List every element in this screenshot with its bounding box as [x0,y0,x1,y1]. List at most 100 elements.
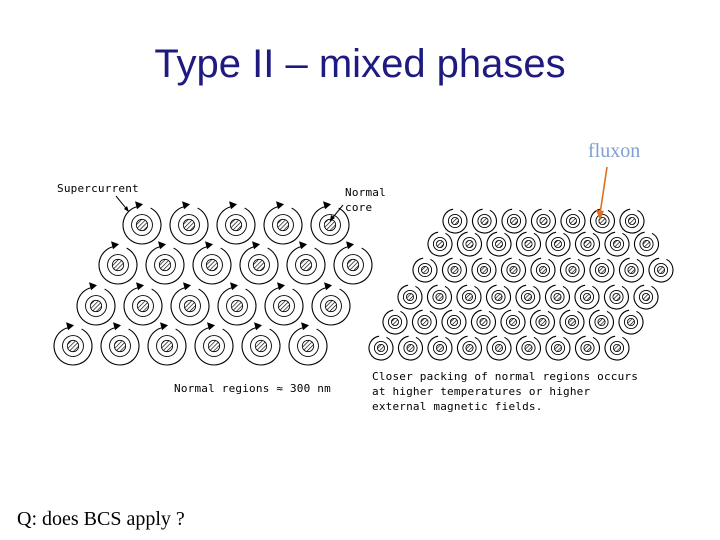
supercurrent-swirl [98,245,138,285]
supercurrent-swirl [170,286,210,326]
vortex [559,257,586,283]
vortex [471,208,498,234]
normal-core [230,299,244,313]
normal-core [568,265,577,274]
vortex [100,322,140,366]
vortex [515,335,542,361]
question-text: Q: does BCS apply ? [17,508,185,530]
sparse-vortex-lattice [53,201,373,366]
normal-regions-label: Normal regions ≈ 300 nm [174,382,331,395]
vortex [217,282,257,326]
normal-core [158,258,172,272]
vortex [589,208,616,234]
normal-core [323,218,337,232]
normal-core [524,343,533,352]
vortex [239,241,279,285]
normal-core [613,239,622,248]
supercurrent-swirl [123,286,163,326]
vortex [470,309,497,335]
normal-core [479,265,488,274]
supercurrent-swirl [500,257,527,283]
normal-core [538,317,547,326]
vortex [192,241,232,285]
vortex [604,335,630,361]
swirl-arrowhead [111,241,120,250]
vortex [559,309,585,335]
normal-core [539,265,548,274]
supercurrent-swirl [471,257,497,283]
normal-core [628,216,637,225]
supercurrent-swirl [574,335,601,361]
vortex [574,284,600,310]
vortex [544,284,571,310]
vortex [574,335,601,361]
normal-core [508,317,517,326]
vortex [486,231,512,257]
supercurrent-swirl [217,286,257,326]
supercurrent-swirl [588,309,615,335]
vortex [123,282,163,326]
normal-core [420,317,429,326]
supercurrent-swirl [501,208,527,234]
supercurrent-swirl [574,231,601,257]
supercurrent-swirl [500,309,526,335]
vortex [241,322,281,366]
supercurrent-swirl [589,208,616,234]
supercurrent-swirl [545,231,571,257]
vortex [310,201,350,245]
normal-core [346,258,360,272]
vortex [633,231,660,257]
supercurrent-swirl [286,245,326,285]
supercurrent-swirl [263,205,303,245]
normal-core [657,265,666,274]
vortex [194,322,234,366]
supercurrent-swirl [288,326,328,366]
normal-core [509,265,518,274]
supercurrent-swirl [310,205,350,245]
supercurrent-swirl [241,326,281,366]
supercurrent-swirl [411,309,438,335]
supercurrent-swirl [194,326,234,366]
dense-vortex-lattice [368,208,674,361]
normal-core [583,292,592,301]
vortex [515,231,542,257]
swirl-arrowhead [324,282,333,291]
supercurrent-swirl [470,309,497,335]
normal-core [207,339,221,353]
supercurrent-swirl [618,309,644,335]
normal-core [66,339,80,353]
supercurrent-pointer-head [124,206,129,212]
normal-core [598,216,607,225]
normal-core [642,239,651,248]
label-pointers [115,166,608,222]
supercurrent-swirl [311,286,351,326]
supercurrent-swirl [544,284,571,310]
swirl-arrowhead [205,241,214,250]
vortex [604,231,630,257]
supercurrent-swirl [486,335,512,361]
supercurrent-swirl [122,205,162,245]
swirl-arrowhead [229,201,238,210]
swirl-arrowhead [182,201,191,210]
vortex [501,208,527,234]
supercurrent-swirl [589,257,615,283]
vortex [147,322,187,366]
supercurrent-swirl [239,245,279,285]
normal-core [598,265,607,274]
supercurrent-swirl [397,335,424,361]
supercurrent-swirl [530,208,557,234]
supercurrent-swirl [560,208,586,234]
supercurrent-swirl [441,257,468,283]
normal-core [435,239,444,248]
vortex [368,335,394,361]
supercurrent-swirl [604,335,630,361]
vortex [471,257,497,283]
supercurrent-swirl [264,286,304,326]
normal-core [450,265,459,274]
normal-core [583,343,592,352]
supercurrent-swirl [604,231,630,257]
vortex [560,208,586,234]
supercurrent-swirl [619,208,645,234]
normal-core [494,343,503,352]
